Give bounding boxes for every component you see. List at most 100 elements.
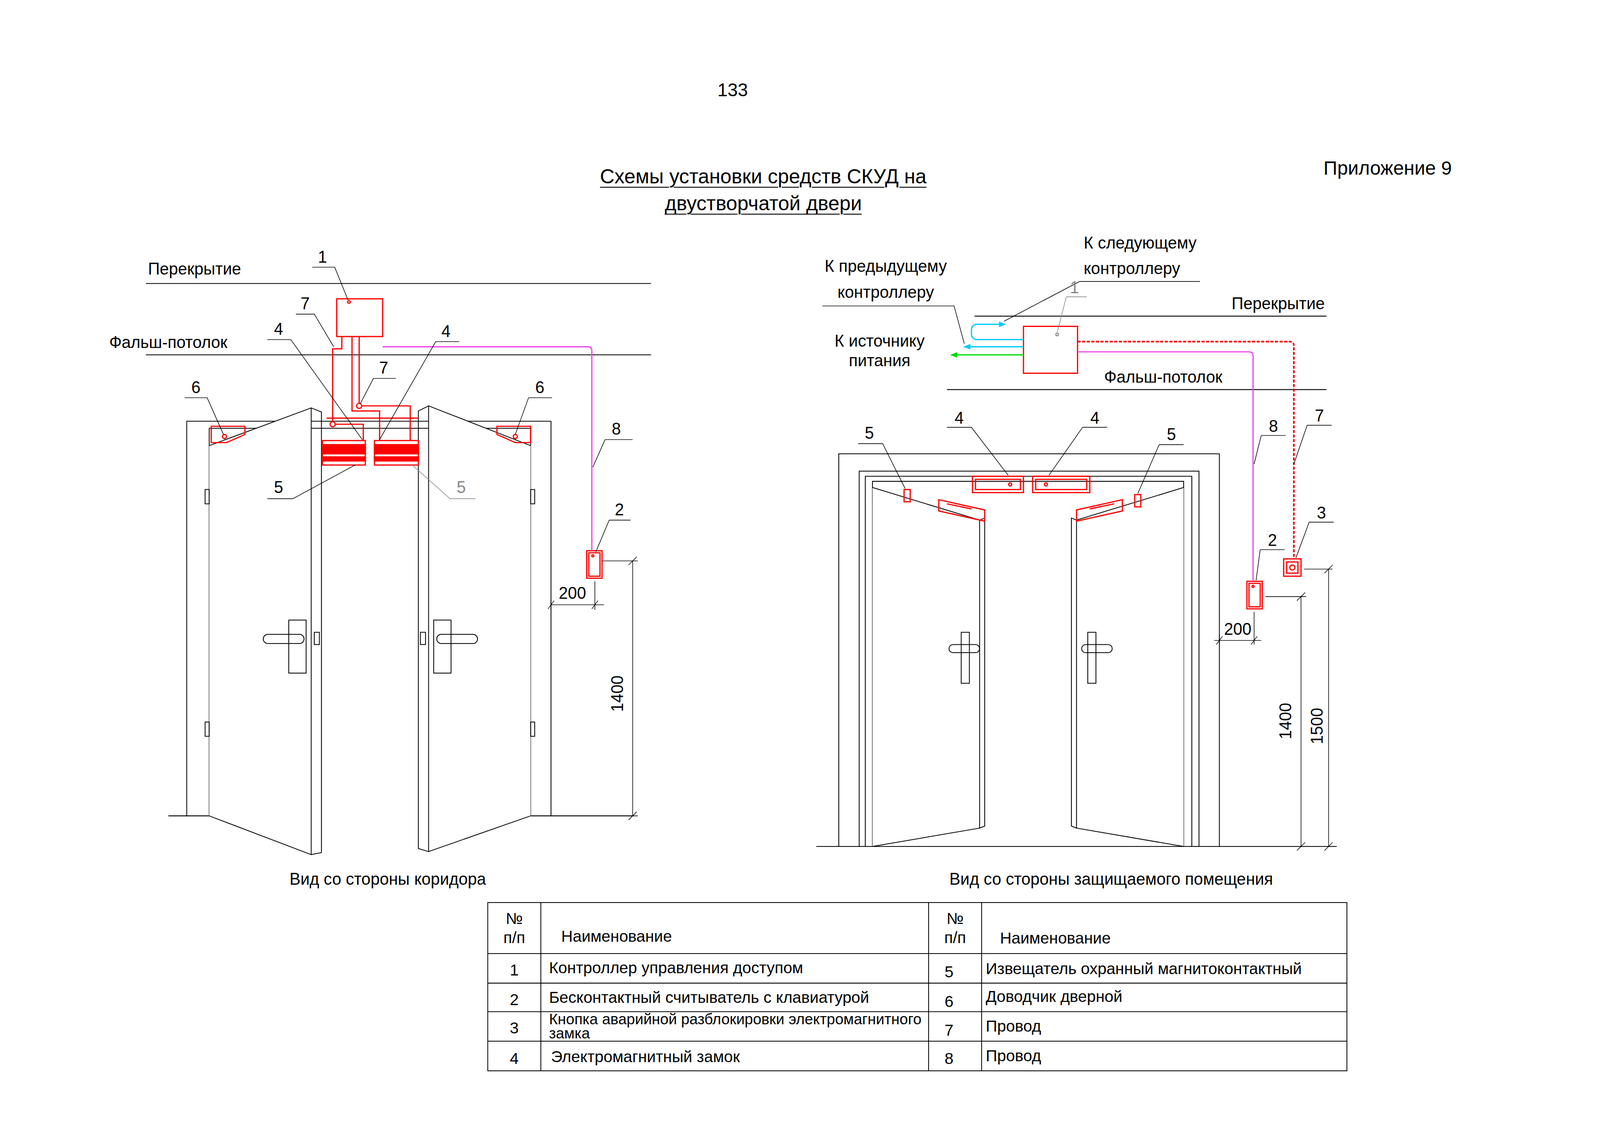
right-red-equipment-part (1023, 326, 1078, 374)
right-door-view-part (949, 644, 980, 653)
right-red-equipment-part (1032, 476, 1090, 493)
callout-number: 5 (864, 423, 874, 444)
right-door-view-part (1081, 644, 1112, 653)
right-leaders-part (1295, 522, 1334, 558)
table-cell: 3 (509, 1018, 519, 1038)
left-red-equipment-part (222, 434, 227, 439)
text-label: Перекрытие (147, 259, 241, 280)
right-red-equipment-part (1248, 583, 1261, 607)
legend-table-grid-part (540, 902, 982, 1071)
dimension: 200 (558, 583, 587, 604)
bus-lines-part (963, 343, 971, 350)
left-red-equipment-part (356, 403, 362, 409)
left-red-equipment (211, 298, 603, 579)
table-cell: Извещатель охранный магнитоконтактный (985, 959, 1302, 979)
left-door-view (186, 405, 551, 855)
left-leaders (184, 267, 638, 821)
right-leaders-part (946, 427, 1008, 476)
right-leaders-part (1003, 281, 1200, 322)
left-red-equipment-part (586, 550, 603, 579)
left-red-equipment-part (326, 417, 419, 420)
right-leaders-part (1214, 612, 1262, 645)
left-door-view-part (288, 620, 307, 674)
left-red-equipment-part (592, 555, 594, 557)
table-cell: 8 (944, 1049, 954, 1069)
right-door-view-part (961, 632, 970, 684)
text-label: Фальш-потолок (1104, 367, 1223, 388)
table-cell: Провод (985, 1046, 1041, 1066)
callout-number: 5 (274, 477, 284, 498)
left-leaders-part (296, 314, 334, 348)
left-leaders-part (596, 519, 631, 552)
left-leaders-part (267, 465, 355, 499)
right-red-equipment (903, 326, 1301, 609)
bus-lines-part (969, 346, 1024, 348)
left-door-view-part (530, 722, 535, 737)
right-red-equipment-part (1008, 483, 1013, 487)
building-lines-part (946, 389, 1327, 390)
callout-number: 2 (614, 500, 624, 520)
right-red-equipment-part (1089, 503, 1115, 510)
callout-number: 1 (317, 247, 328, 267)
bus-lines (950, 321, 1024, 358)
right-door-view (838, 453, 1220, 847)
table-cell: Провод (985, 1016, 1041, 1036)
text-label: К источнику питания (820, 331, 939, 371)
right-red-equipment-part (1246, 581, 1263, 609)
left-door-view-part (418, 405, 429, 852)
right-red-equipment-part (1035, 479, 1087, 490)
callout-number: 5 (456, 477, 466, 498)
text-label: Приложение 9 (1323, 156, 1452, 180)
left-red-equipment-part (211, 426, 245, 443)
left-door-view-part (205, 489, 210, 504)
right-door-view-part (859, 471, 1200, 847)
table-cell: № п/п (939, 909, 971, 948)
left-red-equipment-part (347, 300, 351, 304)
left-door-view-part (428, 405, 531, 852)
table-cell: 1 (509, 960, 519, 980)
right-door-view-part (1087, 632, 1097, 684)
left-door-view-part (311, 407, 322, 855)
right-leaders-part (1293, 425, 1332, 465)
left-leaders-part (602, 556, 638, 821)
table-cell: Бесконтактный считыватель с клавиатурой (549, 987, 870, 1008)
left-red-equipment-part (374, 440, 419, 466)
right-red-equipment-part (946, 503, 972, 510)
bus-lines-part (998, 321, 1007, 328)
legend-table-grid (487, 902, 1347, 1071)
bus-lines-part (971, 324, 1024, 340)
callout-number: 6 (191, 377, 201, 398)
right-door-view-part (872, 487, 980, 847)
left-red-equipment-part (322, 457, 366, 462)
left-door-view-part (420, 632, 426, 645)
left-red-equipment-part (322, 440, 366, 466)
right-red-equipment-part (938, 499, 985, 522)
right-door-view-part (1076, 487, 1184, 847)
right-door-view-part (979, 518, 985, 829)
left-door-view-part (314, 632, 320, 645)
left-red-equipment-part (352, 336, 380, 441)
left-red-equipment-part (336, 298, 383, 337)
right-red-equipment-part (903, 489, 910, 502)
left-door-view-part (205, 722, 210, 737)
page-number: 133 (717, 78, 749, 101)
right-leaders-part (1265, 592, 1306, 851)
right-red-equipment-part (1289, 565, 1295, 571)
right-leaders-part (1049, 427, 1108, 476)
right-leaders-part (1303, 565, 1333, 851)
right-red-equipment-part (1283, 558, 1301, 577)
legend-table-grid-part (487, 953, 1347, 1042)
table-cell: Электромагнитный замок (550, 1047, 740, 1067)
right-leaders-part (1137, 444, 1185, 494)
right-leaders-part (1254, 435, 1286, 465)
right-red-equipment-part (1251, 585, 1254, 588)
callout-number: 6 (535, 377, 545, 398)
wire-8-left (382, 346, 593, 551)
wire-8-right (1077, 352, 1254, 582)
right-red-equipment-part (1286, 561, 1299, 574)
table-cell: 7 (944, 1020, 954, 1040)
table-cell: 5 (944, 962, 954, 982)
right-red-equipment-part (975, 479, 1021, 490)
text-label: К предыдущему контроллеру (809, 253, 963, 306)
